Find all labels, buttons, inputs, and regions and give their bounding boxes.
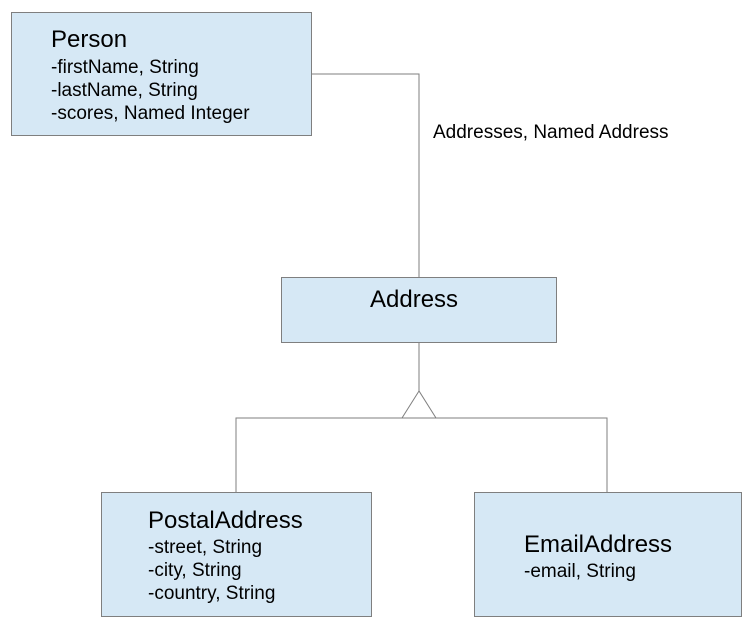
- attribute-country: -country, String: [148, 583, 276, 604]
- association-line: [312, 73, 420, 277]
- class-box-person: Person -firstName, String -lastName, Str…: [11, 12, 312, 136]
- attribute-last-name: -lastName, String: [51, 80, 198, 101]
- attribute-street: -street, String: [148, 537, 263, 558]
- inheritance-branch-postal: [235, 417, 402, 492]
- class-name-person: Person: [51, 26, 128, 53]
- class-box-email-address: EmailAddress -email, String: [474, 492, 742, 617]
- class-box-address: Address: [281, 277, 557, 343]
- attribute-scores: -scores, Named Integer: [51, 103, 250, 124]
- attribute-email: -email, String: [524, 561, 636, 582]
- class-name-postal-address: PostalAddress: [148, 507, 303, 534]
- class-box-postal-address: PostalAddress -street, String -city, Str…: [101, 492, 372, 617]
- attribute-city: -city, String: [148, 560, 242, 581]
- attribute-first-name: -firstName, String: [51, 57, 199, 78]
- class-name-address: Address: [370, 286, 459, 313]
- inheritance-branch-email: [436, 417, 608, 492]
- class-name-email-address: EmailAddress: [524, 531, 673, 558]
- inheritance-triangle-icon: [401, 390, 437, 419]
- association-label: Addresses, Named Address: [433, 122, 669, 143]
